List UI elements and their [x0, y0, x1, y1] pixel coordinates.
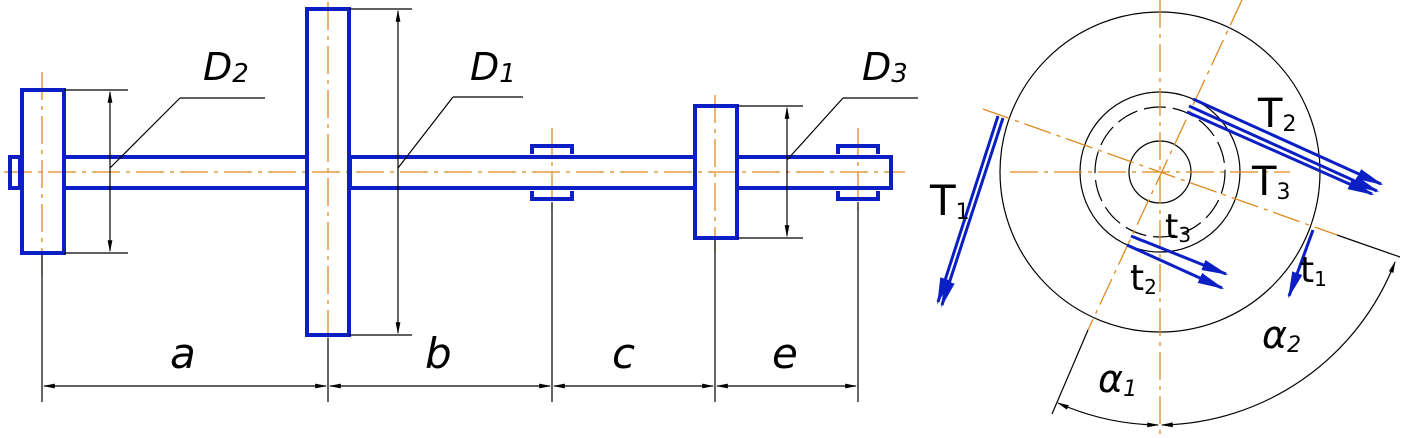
d2-leader	[109, 97, 181, 169]
bearing-2-bottom	[836, 191, 880, 201]
arrow-T2-a	[1192, 97, 1384, 186]
bearings	[530, 144, 880, 201]
centerlines	[4, 2, 905, 345]
label-c: c	[612, 329, 635, 378]
label-T3: T3	[1251, 159, 1290, 205]
diameter-dimensions	[64, 8, 918, 336]
d1-leader	[397, 96, 454, 169]
d3-leader	[786, 97, 844, 161]
label-d3: D3	[862, 45, 908, 89]
pulley-d1	[305, 7, 351, 337]
alpha2-arc	[1160, 260, 1396, 428]
arrow-T2-b	[1188, 104, 1380, 193]
span-dimensions	[41, 202, 859, 402]
pulley-view: T1 T2 T3 t1 t2 t3 α1 α2	[929, 0, 1401, 438]
label-T1: T1	[929, 176, 970, 225]
arrow-T1-b	[936, 115, 1000, 305]
label-b: b	[425, 329, 452, 378]
pulley-d3	[693, 104, 739, 240]
arrow-T1-a	[940, 117, 1005, 308]
label-alpha2: α2	[1262, 313, 1301, 358]
bearing-1-top	[530, 144, 574, 154]
pulley-d2	[20, 88, 66, 255]
bearing-2-top	[836, 144, 880, 154]
label-d2: D2	[203, 45, 249, 89]
bearing-1-bottom	[530, 191, 574, 201]
alpha1-arc	[1056, 402, 1160, 428]
pulley-centerlines	[982, 0, 1338, 438]
label-e: e	[772, 329, 798, 378]
shaft-view: D2 D1 D3 a b c e	[4, 2, 918, 402]
pulleys	[20, 7, 739, 337]
label-t2: t2	[1130, 258, 1157, 299]
label-T2: T2	[1257, 91, 1296, 137]
label-a: a	[170, 329, 196, 378]
label-d1: D1	[470, 45, 516, 89]
label-alpha1: α1	[1098, 357, 1137, 402]
arrow-T3-a	[1186, 110, 1375, 196]
label-t3: t3	[1165, 207, 1191, 247]
label-t1: t1	[1300, 250, 1327, 291]
angle-arcs	[1051, 234, 1401, 428]
